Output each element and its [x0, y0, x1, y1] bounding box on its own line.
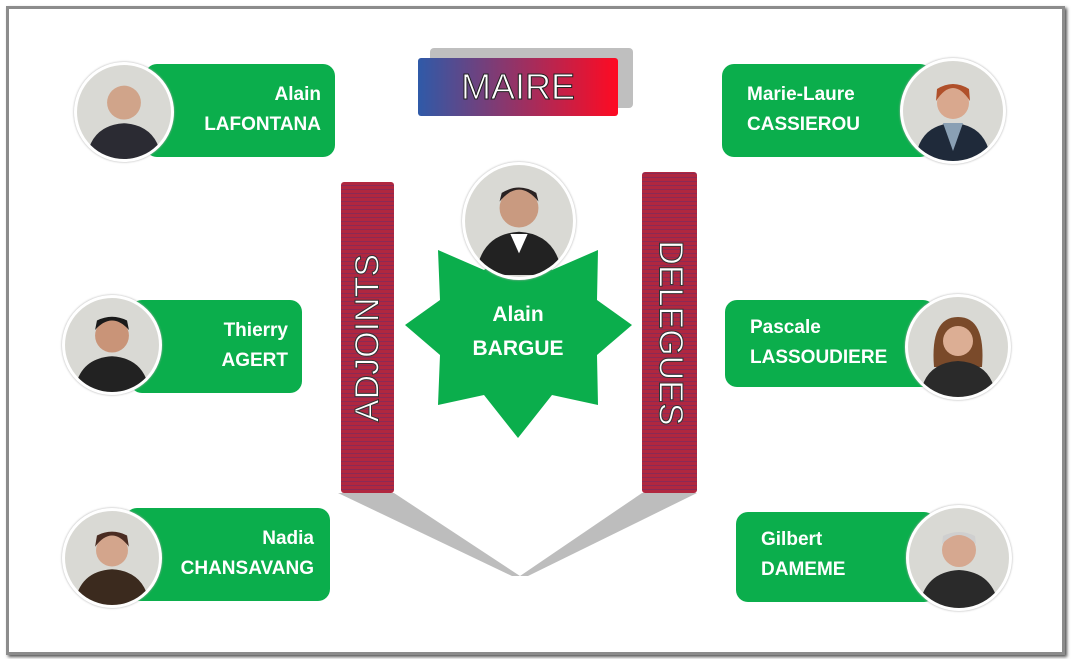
last-name: AGERT	[221, 350, 289, 371]
last-name: DAMEME	[761, 559, 846, 580]
mayor-photo	[462, 162, 576, 280]
first-name: Nadia	[262, 528, 314, 549]
first-name: Gilbert	[761, 529, 823, 550]
adjoints-label: ADJOINTS	[348, 253, 387, 422]
mayor-star	[405, 245, 632, 438]
page-frame	[6, 6, 1065, 655]
mayor-name: Alain BARGUE	[448, 298, 588, 366]
first-name: Marie-Laure	[747, 84, 855, 105]
first-name: Pascale	[750, 317, 821, 338]
delegue-photo	[906, 505, 1012, 611]
delegues-banner: DELEGUES	[642, 172, 697, 493]
first-name: Thierry	[223, 320, 288, 341]
mayor-first-name: Alain	[492, 303, 544, 326]
delegue-photo	[900, 58, 1006, 164]
delegues-funnel	[520, 493, 697, 576]
last-name: LASSOUDIERE	[750, 347, 888, 368]
mayor-last-name: BARGUE	[472, 337, 564, 360]
delegues-label: DELEGUES	[651, 239, 690, 426]
last-name: LAFONTANA	[204, 114, 321, 135]
adjoint-photo	[74, 62, 174, 162]
adjoints-funnel	[338, 493, 520, 576]
last-name: CHANSAVANG	[180, 558, 314, 579]
adjoint-photo	[62, 508, 162, 608]
first-name: Alain	[274, 84, 321, 105]
maire-banner: MAIRE	[418, 58, 618, 116]
last-name: CASSIEROU	[747, 114, 860, 135]
delegue-photo	[905, 294, 1011, 400]
adjoint-photo	[62, 295, 162, 395]
maire-title: MAIRE	[460, 66, 575, 108]
adjoints-banner: ADJOINTS	[341, 182, 394, 493]
